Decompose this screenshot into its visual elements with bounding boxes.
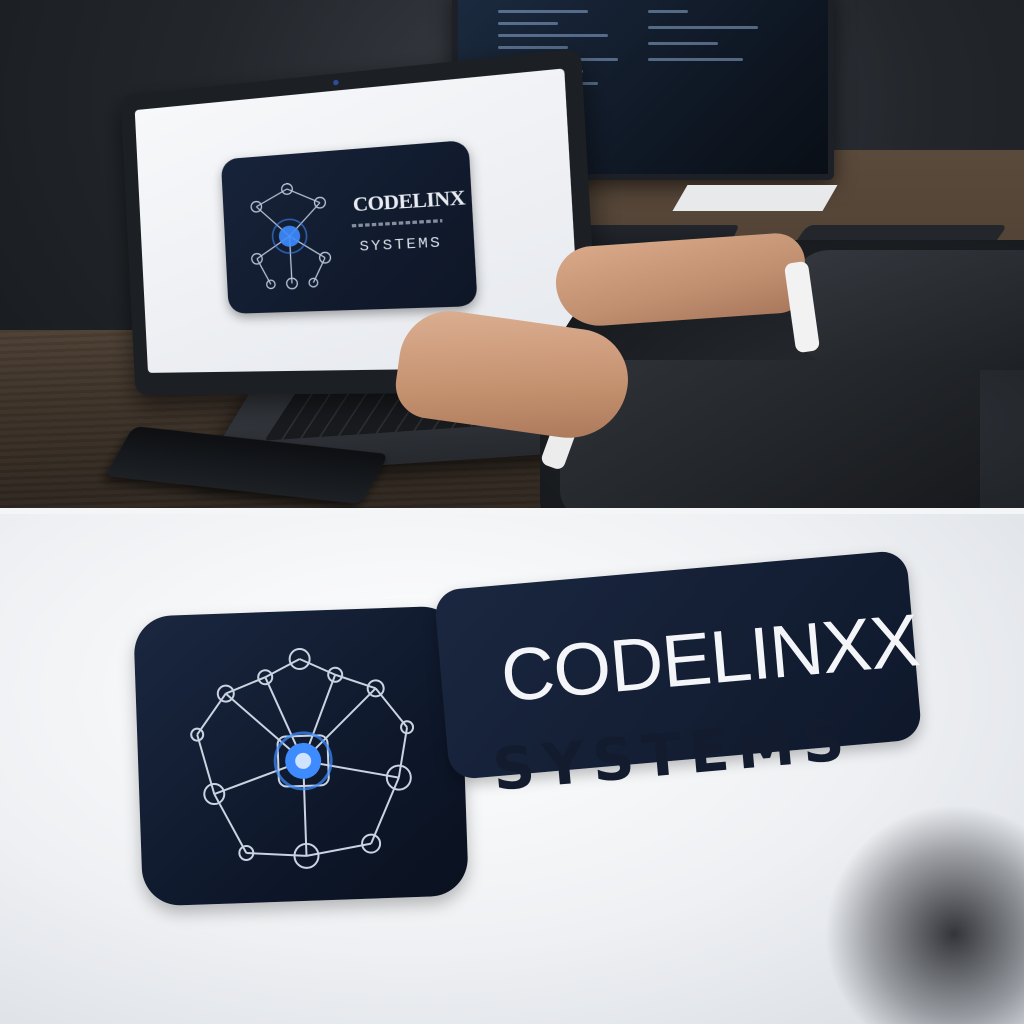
paper-sheet	[672, 185, 837, 211]
brand-name: CODELINXX	[498, 603, 922, 713]
logo-closeup: CODELINXX SYSTEMS	[0, 514, 1024, 1024]
code-line	[498, 10, 588, 13]
webcam-icon	[333, 80, 339, 86]
code-line	[498, 34, 608, 37]
screen-tagline-dots	[352, 219, 443, 227]
code-line	[498, 46, 568, 49]
code-line	[648, 10, 688, 13]
suit-sleeve-right	[790, 250, 1024, 370]
code-line	[648, 26, 758, 29]
network-nodes-icon	[164, 626, 443, 885]
screen-logo-card: CODELINX SYSTEMS	[221, 140, 478, 314]
code-line	[498, 22, 558, 25]
network-nodes-icon	[234, 169, 347, 301]
office-photo: CODELINX SYSTEMS	[0, 0, 1024, 508]
screen-brand-sub: SYSTEMS	[359, 235, 443, 257]
foreground-shadow	[824, 804, 1024, 1024]
code-line	[648, 58, 743, 61]
code-line	[648, 42, 718, 45]
screen-brand-name: CODELINX	[352, 187, 465, 218]
logo-icon-tile	[133, 605, 469, 906]
